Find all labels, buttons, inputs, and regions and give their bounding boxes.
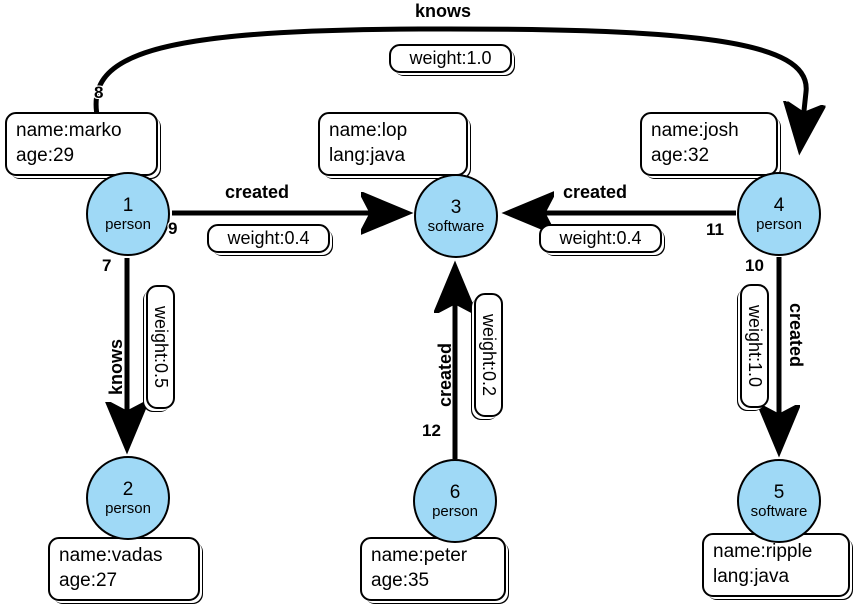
prop-age: age:32: [651, 144, 710, 166]
prop-age: age:35: [371, 569, 430, 591]
prop-weight: weight:1.0: [409, 48, 492, 68]
prop-name: name:ripple: [713, 541, 813, 562]
vertex-label: person: [105, 499, 151, 517]
edge-label-8: knows: [415, 1, 472, 21]
prop-name: name:peter: [371, 545, 468, 566]
edge-id-12: 12: [422, 421, 441, 440]
prop-lang: lang:java: [329, 144, 406, 166]
propbox-edge-9[interactable]: weight:0.4: [207, 224, 330, 253]
vertex-2[interactable]: 2 person: [86, 456, 170, 540]
propbox-edge-10[interactable]: weight:1.0: [740, 284, 769, 408]
propbox-vertex-4[interactable]: name:josh age:32: [640, 112, 778, 177]
vertex-label: person: [105, 215, 151, 233]
vertex-id: 2: [122, 478, 134, 500]
prop-name: name:lop: [329, 120, 408, 141]
edge-id-9: 9: [168, 219, 178, 238]
vertex-5[interactable]: 5 software: [737, 459, 821, 543]
vertex-id: 6: [449, 481, 461, 503]
vertex-3[interactable]: 3 software: [414, 174, 498, 258]
propbox-vertex-5[interactable]: name:ripple lang:java: [702, 533, 850, 598]
vertex-label: software: [427, 217, 485, 235]
edge-id-7: 7: [102, 256, 112, 275]
prop-name: name:josh: [651, 120, 739, 141]
prop-weight: weight:0.5: [151, 305, 171, 389]
edge-label-7: knows: [106, 338, 126, 395]
propbox-edge-8[interactable]: weight:1.0: [389, 44, 512, 73]
vertex-label: person: [432, 502, 478, 520]
prop-weight: weight:0.4: [227, 228, 310, 248]
propbox-vertex-3[interactable]: name:lop lang:java: [318, 112, 468, 177]
vertex-id: 5: [773, 481, 785, 503]
prop-weight: weight:0.2: [479, 313, 499, 397]
vertex-6[interactable]: 6 person: [413, 459, 497, 543]
vertex-id: 1: [122, 194, 134, 216]
vertex-4[interactable]: 4 person: [737, 172, 821, 256]
edge-id-8: 8: [94, 83, 104, 102]
prop-weight: weight:0.4: [559, 228, 642, 248]
prop-lang: lang:java: [713, 565, 790, 587]
vertex-label: software: [750, 502, 808, 520]
propbox-edge-12[interactable]: weight:0.2: [474, 293, 503, 417]
prop-weight: weight:1.0: [745, 304, 765, 388]
vertex-1[interactable]: 1 person: [86, 172, 170, 256]
vertex-label: person: [756, 215, 802, 233]
edge-id-11: 11: [706, 220, 724, 239]
edge-label-10: created: [786, 303, 806, 368]
prop-name: name:vadas: [59, 545, 163, 566]
propbox-vertex-1[interactable]: name:marko age:29: [5, 112, 158, 177]
edge-8-curve[interactable]: [93, 26, 806, 148]
vertex-id: 3: [450, 196, 462, 218]
propbox-edge-7[interactable]: weight:0.5: [146, 285, 175, 409]
vertex-id: 4: [773, 194, 785, 216]
edge-label-12: created: [435, 342, 455, 407]
prop-age: age:27: [59, 569, 118, 591]
prop-name: name:marko: [16, 120, 122, 141]
propbox-edge-11[interactable]: weight:0.4: [539, 224, 662, 253]
edge-label-9: created: [225, 182, 290, 202]
edge-id-10: 10: [745, 256, 764, 275]
prop-age: age:29: [16, 144, 75, 166]
edge-label-11: created: [563, 182, 628, 202]
propbox-vertex-2[interactable]: name:vadas age:27: [48, 537, 200, 602]
propbox-vertex-6[interactable]: name:peter age:35: [360, 537, 506, 602]
